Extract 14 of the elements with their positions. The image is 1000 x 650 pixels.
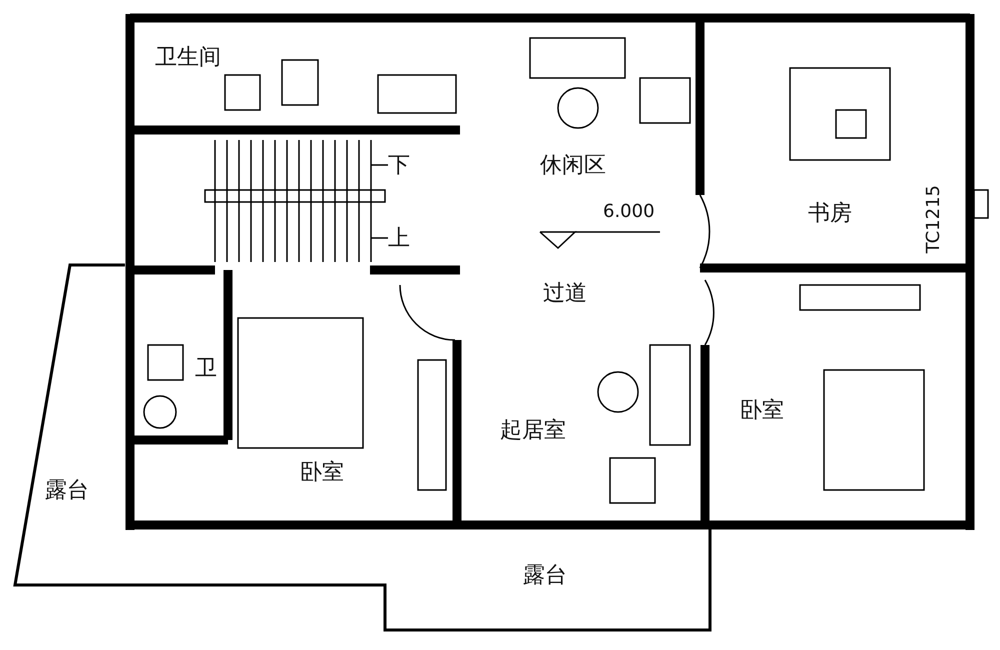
room-label: 书房 <box>808 203 852 225</box>
room-label: 卧室 <box>300 462 344 484</box>
elevation-label: 6.000 <box>603 203 655 221</box>
window-code-label: TC1215 <box>925 185 943 254</box>
room-label: 卧室 <box>740 400 784 422</box>
room-label: 起居室 <box>500 420 566 442</box>
stair-direction-label: 下 <box>388 155 410 177</box>
room-label: 露台 <box>45 480 89 502</box>
room-label: 露台 <box>523 565 567 587</box>
stair-direction-label: 上 <box>388 228 410 250</box>
room-label: 过道 <box>543 283 587 305</box>
room-label: 卫生间 <box>155 47 221 69</box>
room-label: 卫 <box>195 358 217 380</box>
room-label: 休闲区 <box>540 155 606 177</box>
